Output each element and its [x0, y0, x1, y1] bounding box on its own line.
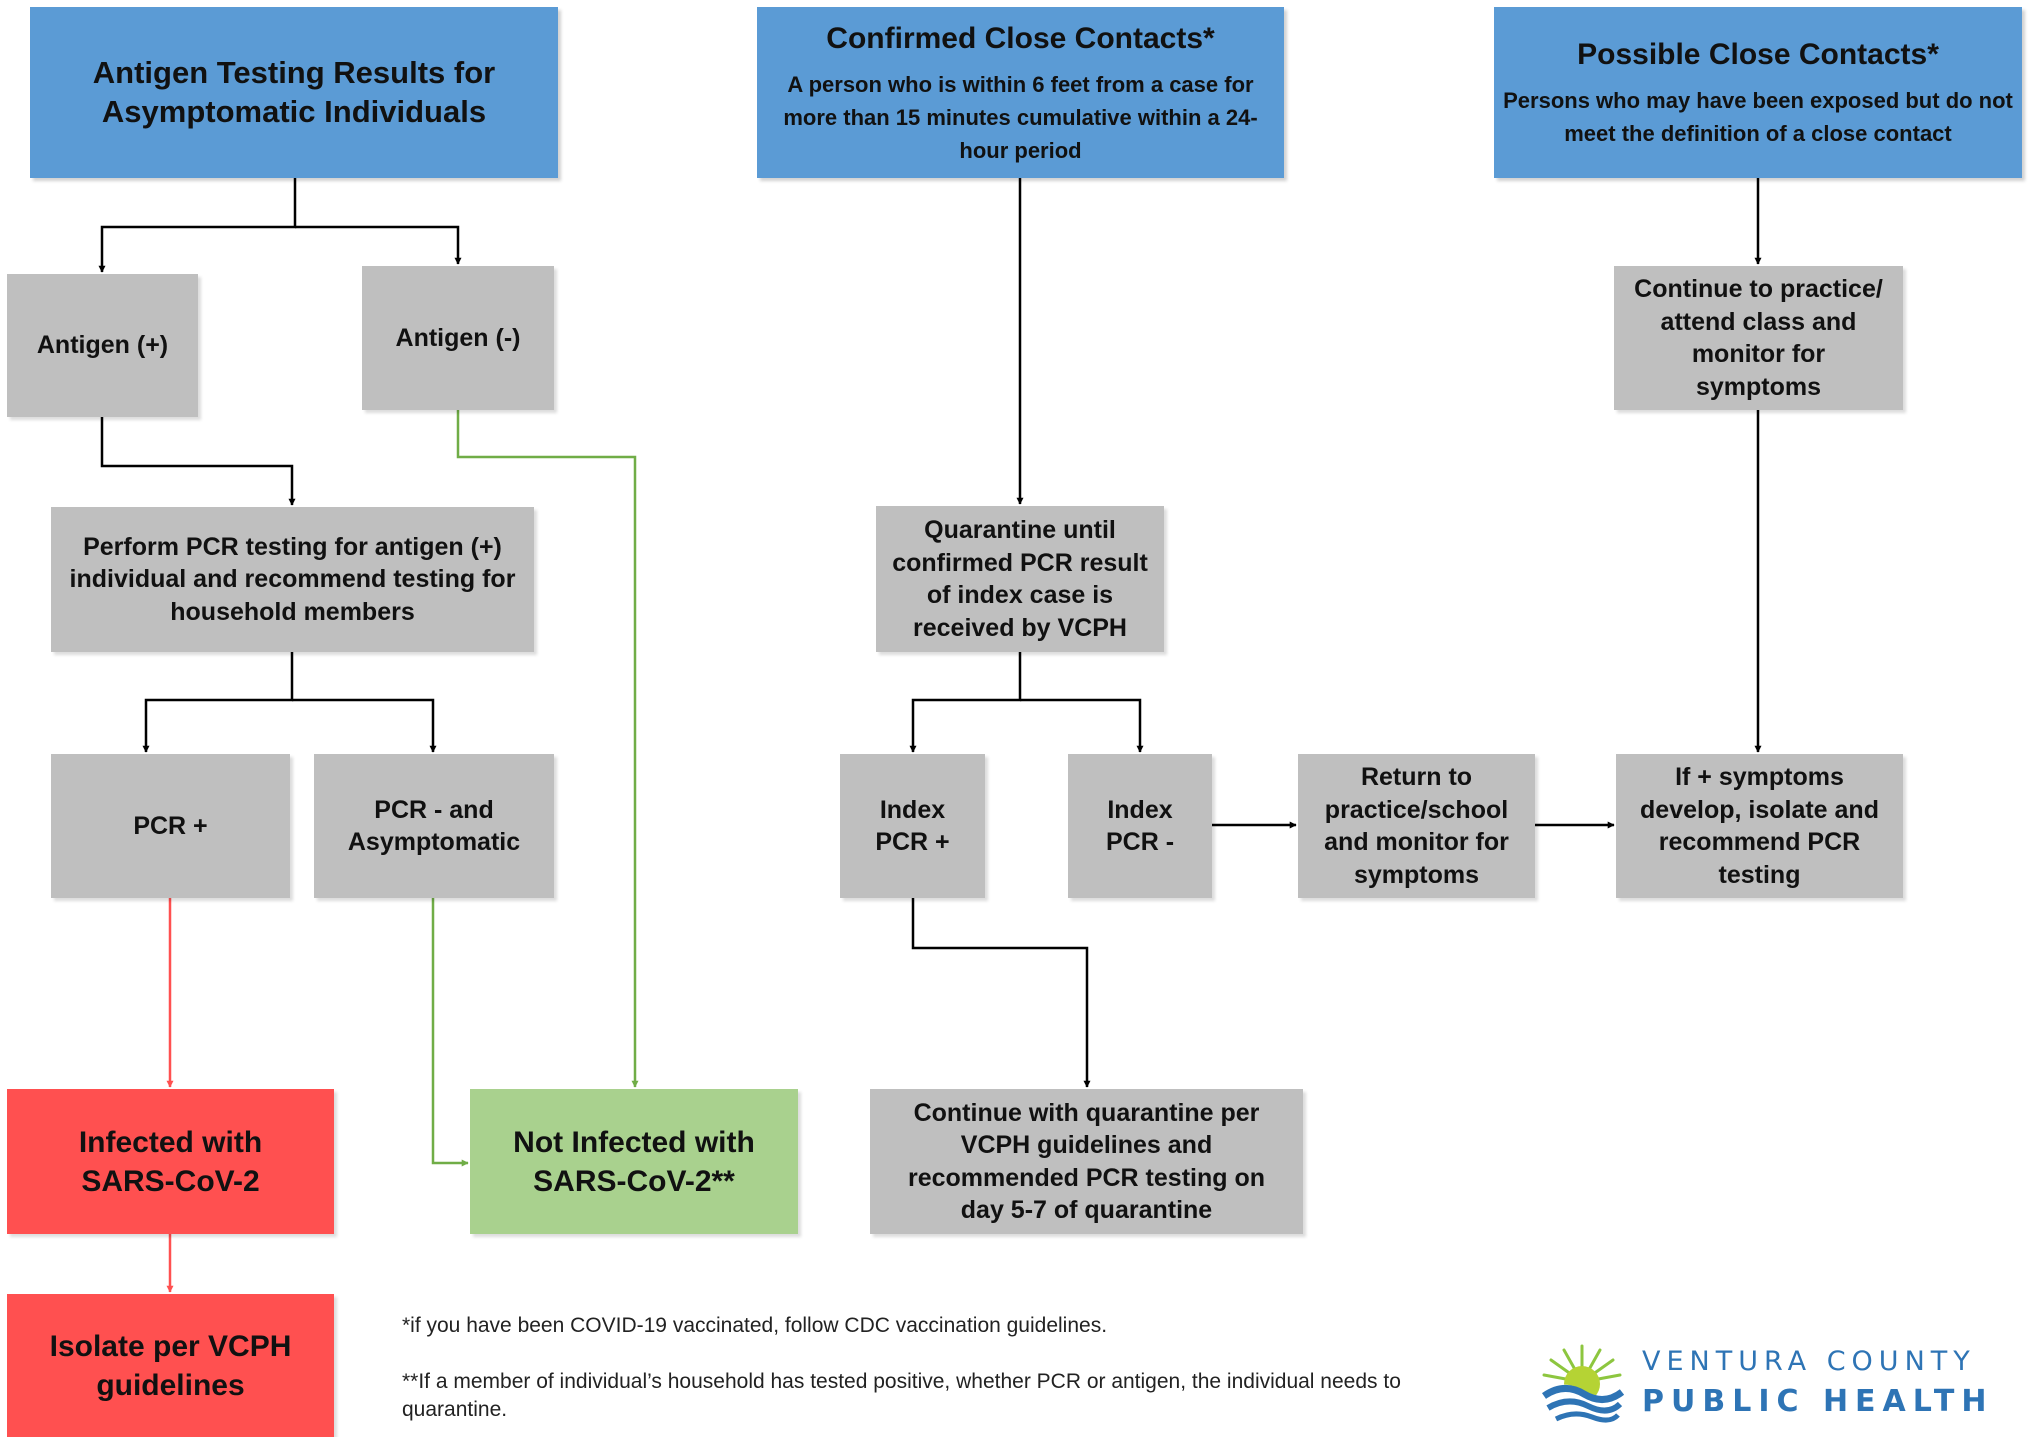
connector-antigen-neg-to-not-infected — [456, 410, 639, 1088]
connector-antigen-pos-to-pcr — [100, 417, 296, 506]
pcr-negative-label: PCR - and Asymptomatic — [347, 795, 521, 857]
connector-pcr-neg-to-not-infected — [431, 898, 469, 1167]
return-to-practice-label: Return to practice/school and monitor fo… — [1324, 763, 1509, 889]
index-pcr-positive-label: Index PCR + — [875, 795, 950, 857]
index-pcr-negative-label: Index PCR - — [1105, 795, 1175, 857]
perform-pcr-box: Perform PCR testing for antigen (+) indi… — [51, 507, 534, 652]
confirmed-close-contacts-title: Confirmed Close Contacts* — [826, 21, 1215, 55]
antigen-testing-title: Antigen Testing Results for Asymptomatic… — [92, 54, 496, 129]
connector-quarantine-split — [909, 652, 1022, 753]
pcr-negative-box: PCR - and Asymptomatic — [314, 754, 554, 898]
if-symptoms-label: If + symptoms develop, isolate and recom… — [1640, 763, 1879, 889]
ventura-county-public-health-logo: VENTURA COUNTY PUBLIC HEALTH — [1540, 1340, 1987, 1430]
footnote-household: **If a member of individual’s household … — [402, 1370, 1401, 1422]
pcr-positive-label: PCR + — [133, 811, 208, 840]
antigen-positive-label: Antigen (+) — [36, 331, 169, 360]
antigen-positive-box: Antigen (+) — [7, 274, 198, 417]
possible-close-contacts-box: Possible Close Contacts* Persons who may… — [1494, 7, 2022, 178]
not-infected-label: Not Infected with SARS-CoV-2** — [513, 1125, 755, 1198]
infected-box: Infected with SARS-CoV-2 — [7, 1089, 334, 1234]
connector-pcr-split-right — [292, 698, 437, 753]
possible-close-contacts-title: Possible Close Contacts* — [1577, 38, 1939, 71]
isolate-label: Isolate per VCPH guidelines — [49, 1329, 292, 1402]
connector-quarantine-split-right — [1020, 698, 1144, 753]
continue-practice-label: Continue to practice/ attend class and m… — [1634, 275, 1883, 401]
antigen-negative-label: Antigen (-) — [395, 323, 521, 352]
isolate-box: Isolate per VCPH guidelines — [7, 1294, 334, 1437]
infected-label: Infected with SARS-CoV-2 — [78, 1125, 263, 1198]
continue-quarantine-label: Continue with quarantine per VCPH guidel… — [908, 1098, 1265, 1225]
sunrise-icon — [1541, 1344, 1624, 1424]
antigen-negative-box: Antigen (-) — [362, 266, 554, 410]
connector-antigen-split-right — [295, 225, 462, 265]
confirmed-close-contacts-box: Confirmed Close Contacts* A person who i… — [757, 7, 1284, 178]
quarantine-until-box: Quarantine until confirmed PCR result of… — [876, 506, 1164, 652]
connector-pcr-split — [142, 652, 294, 753]
connector-antigen-split — [98, 178, 297, 273]
connector-index-pos-to-continue-quarantine — [911, 898, 1091, 1088]
logo-line-ventura-county: VENTURA COUNTY — [1642, 1346, 1976, 1377]
if-symptoms-box: If + symptoms develop, isolate and recom… — [1616, 754, 1903, 898]
footnote-vaccinated: *if you have been COVID-19 vaccinated, f… — [402, 1314, 1108, 1337]
return-to-practice-box: Return to practice/school and monitor fo… — [1298, 754, 1535, 898]
pcr-positive-box: PCR + — [51, 754, 290, 898]
confirmed-close-contacts-desc: A person who is within 6 feet from a cas… — [783, 71, 1258, 163]
index-pcr-negative-box: Index PCR - — [1068, 754, 1212, 898]
not-infected-box: Not Infected with SARS-CoV-2** — [470, 1089, 798, 1234]
antigen-testing-title-box: Antigen Testing Results for Asymptomatic… — [30, 7, 558, 178]
index-pcr-positive-box: Index PCR + — [840, 754, 985, 898]
perform-pcr-label: Perform PCR testing for antigen (+) indi… — [69, 532, 516, 626]
logo-line-public-health: PUBLIC HEALTH — [1642, 1384, 1994, 1419]
possible-close-contacts-desc: Persons who may have been exposed but do… — [1503, 88, 2013, 146]
quarantine-until-label: Quarantine until confirmed PCR result of… — [892, 516, 1148, 642]
continue-practice-box: Continue to practice/ attend class and m… — [1614, 266, 1903, 410]
continue-quarantine-box: Continue with quarantine per VCPH guidel… — [870, 1089, 1303, 1234]
